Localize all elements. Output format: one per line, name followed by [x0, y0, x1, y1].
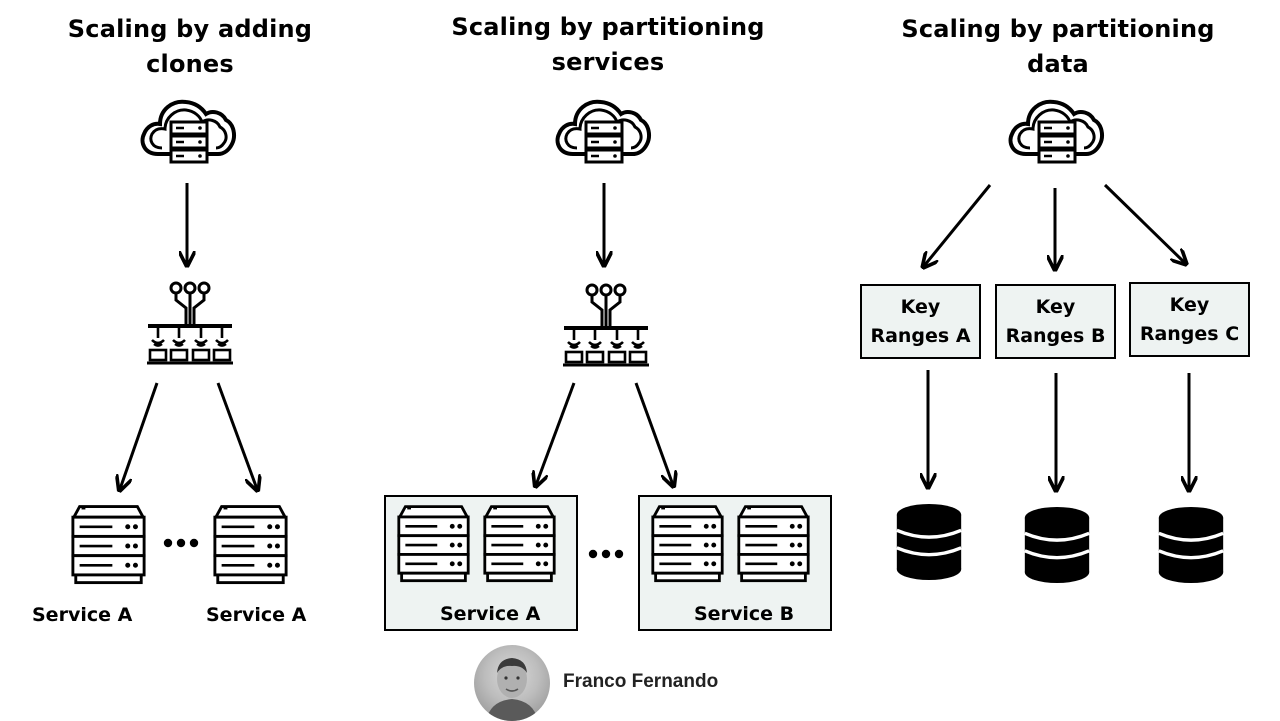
cloud-server-icon [555, 99, 651, 164]
arrow-balancer-to-service [634, 382, 673, 485]
arrow-balancer-to-service [536, 382, 576, 485]
arrow-balancer-to-server [216, 382, 257, 489]
server-rack-icon [71, 505, 146, 585]
ellipsis-icon [163, 538, 199, 548]
server-rack-icon [651, 505, 724, 583]
cloud-server-icon [1008, 99, 1104, 164]
load-balancer-icon [561, 283, 651, 367]
server-rack-icon [213, 505, 288, 585]
title-partitioning-data: Scaling by partitioning data [901, 15, 1215, 78]
title-partitioning-services: Scaling by partitioning services [451, 13, 765, 76]
arrow-balancer-to-server [120, 382, 159, 489]
server-rack-icon [483, 505, 556, 583]
title-clones: Scaling by adding clones [67, 15, 313, 78]
database-icon [1023, 506, 1091, 584]
server-rack-icon [737, 505, 810, 583]
key-range-box-a: Key Ranges A [860, 284, 981, 359]
key-range-box-b: Key Ranges B [995, 284, 1116, 359]
database-icon [1157, 506, 1225, 584]
service-label: Service A [206, 604, 307, 626]
arrow-cloud-to-key-range [924, 184, 992, 266]
arrow-cloud-to-key-range [1103, 183, 1185, 263]
ellipsis-icon [588, 549, 624, 559]
server-rack-icon [397, 505, 470, 583]
avatar [474, 645, 550, 721]
service-label: Service A [440, 603, 541, 625]
key-range-box-c: Key Ranges C [1129, 282, 1250, 357]
database-icon [895, 503, 963, 581]
cloud-server-icon [140, 99, 236, 164]
author-name: Franco Fernando [563, 671, 719, 692]
service-label: Service A [32, 604, 133, 626]
service-label: Service B [694, 603, 795, 625]
load-balancer-icon [145, 281, 235, 365]
